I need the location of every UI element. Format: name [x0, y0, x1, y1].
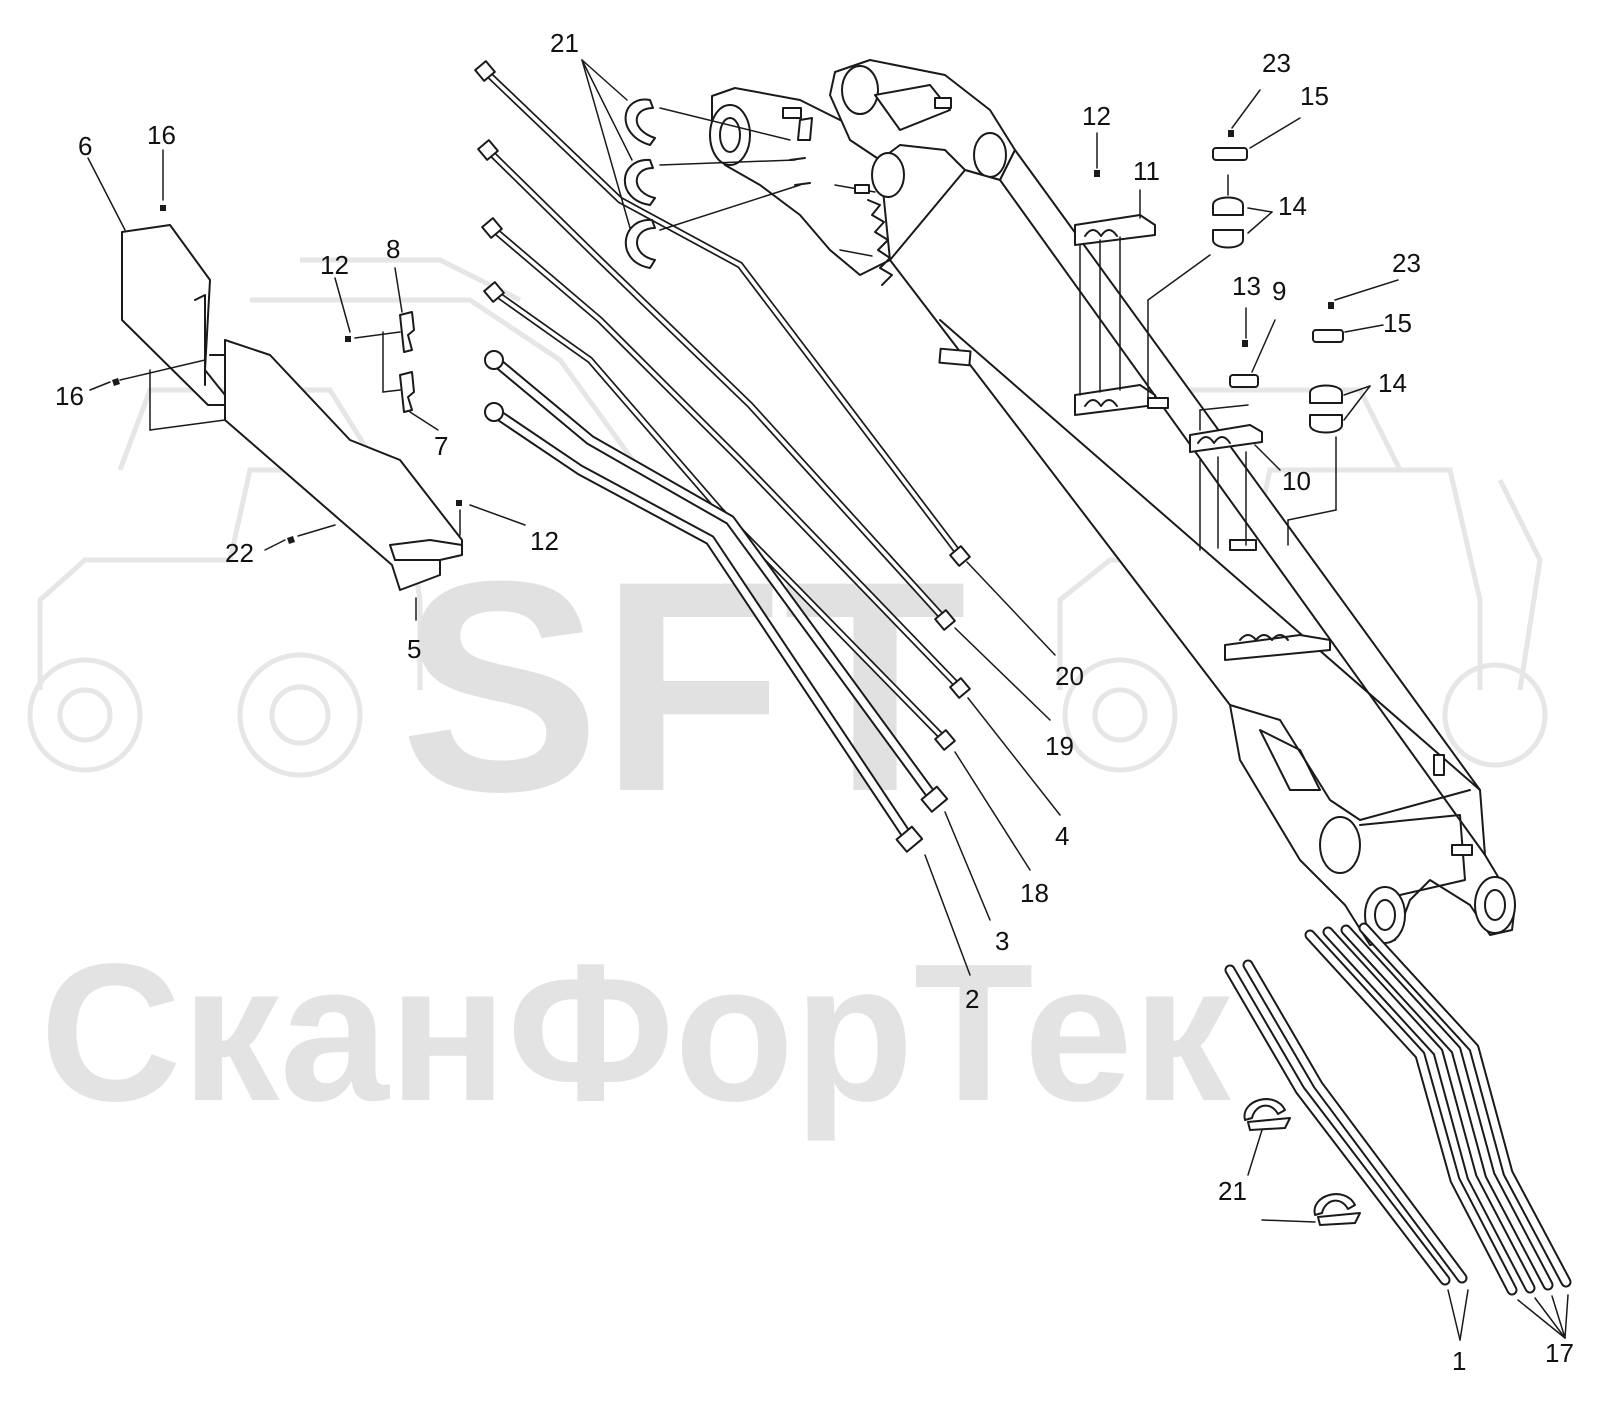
callout-20: 20	[1055, 661, 1084, 691]
clamp-half-14-c	[1309, 384, 1343, 404]
boom-clamp-pad	[1229, 539, 1257, 551]
boom-tip-pin-left-inner	[1374, 899, 1396, 931]
boom-bracket-tab	[1451, 844, 1473, 856]
hose-clamp-21-d-base	[1247, 1117, 1291, 1131]
clamp-half-14-d	[1309, 414, 1343, 434]
pivot-plate-3	[934, 97, 952, 109]
callout-13: 13	[1232, 271, 1261, 301]
watermark-brand-text: СканФорТек	[40, 923, 1232, 1142]
clamp-plate-15-top	[1212, 147, 1248, 161]
bolt-12-right	[1094, 170, 1100, 177]
boom-lower-clamp	[1224, 634, 1331, 661]
clamp-assembly-14-top	[1212, 130, 1248, 249]
watermark: SFT СканФорТек	[27, 257, 1548, 1142]
hydraulic-tube-4	[481, 217, 971, 699]
pivot-plate-1	[782, 107, 802, 119]
pivot-plate-2	[797, 117, 813, 141]
callout-16-left: 16	[55, 381, 84, 411]
callout-21-top: 21	[550, 28, 579, 58]
hose-clamp-21-d	[1243, 1098, 1286, 1121]
callout-17: 17	[1545, 1338, 1574, 1368]
clamp-half-14-b	[1212, 229, 1244, 249]
boom-lower-pin-hole	[1319, 816, 1361, 874]
callout-8: 8	[386, 234, 400, 264]
callout-11: 11	[1133, 156, 1160, 186]
callout-4: 4	[1055, 821, 1069, 851]
bolt-23-bottom	[1328, 302, 1334, 309]
callout-23-bottom: 23	[1392, 248, 1421, 278]
callout-9: 9	[1272, 276, 1286, 306]
clamp-half-14-a	[1212, 196, 1244, 216]
hose-clamps-21-bottom	[1243, 1098, 1361, 1226]
clamp-11-plate	[1147, 397, 1169, 409]
boom-arm	[709, 59, 1516, 946]
hose-clamps-21-top	[623, 98, 656, 269]
bolt-16-top	[160, 205, 166, 211]
callout-14-bottom: 14	[1378, 368, 1407, 398]
cover-panel-5	[224, 339, 463, 591]
bracket-8	[399, 311, 415, 353]
boom-top-pin-left	[841, 65, 879, 115]
clamp-plate-9	[1229, 374, 1259, 388]
callout-1: 1	[1452, 1346, 1466, 1376]
callout-12-left: 12	[320, 250, 349, 280]
pivot-plate-4	[854, 184, 870, 194]
callout-18: 18	[1020, 878, 1049, 908]
cover-panels-left	[112, 205, 463, 591]
watermark-logo-text: SFT	[400, 518, 967, 854]
hose-clamp-21-c	[624, 218, 656, 269]
clamp-assembly-14-bottom	[1309, 302, 1344, 434]
hydraulic-tube-20	[474, 60, 971, 567]
hydraulic-tube-group-left	[474, 60, 971, 853]
hydraulic-tube-19	[477, 139, 956, 631]
bolt-13	[1242, 340, 1248, 347]
callout-14-top: 14	[1278, 191, 1307, 221]
callout-5: 5	[407, 634, 421, 664]
callout-labels: 21 16 6 12 8 16 7 12 22 5 20 19 4 18 3 2…	[55, 28, 1574, 1376]
callout-7: 7	[434, 431, 448, 461]
cover-panel-6	[121, 224, 226, 406]
callout-21-bottom: 21	[1218, 1176, 1247, 1206]
hose-clamp-21-b	[623, 158, 656, 206]
hydraulic-hose-3	[484, 350, 949, 813]
boom-top-plate	[874, 84, 951, 131]
callout-3: 3	[995, 926, 1009, 956]
hydraulic-hose-2	[484, 402, 924, 853]
leader-lines	[87, 59, 1569, 1341]
bracket-7	[399, 371, 415, 413]
bolt-12-left	[345, 336, 351, 342]
callout-22: 22	[225, 538, 254, 568]
hose-clamp-21-e	[1313, 1193, 1356, 1216]
boom-top-pin-right	[973, 132, 1007, 178]
bolt-12-cover	[456, 500, 462, 506]
callout-23-top: 23	[1262, 48, 1291, 78]
callout-12-cover: 12	[530, 526, 559, 556]
hose-clamp-21-a	[624, 98, 656, 146]
boom-pad-upper	[938, 347, 972, 367]
callout-15-top: 15	[1300, 81, 1329, 111]
callout-6: 6	[78, 131, 92, 161]
callout-19: 19	[1045, 731, 1074, 761]
clamp-assembly-11	[1074, 170, 1169, 416]
bolt-23-top	[1228, 130, 1234, 137]
boom-tip-pin-right-inner	[1484, 889, 1506, 921]
clamp-11-upper	[1074, 214, 1156, 246]
clamp-plate-15-bottom	[1312, 329, 1344, 343]
pivot-small-brackets	[782, 97, 952, 194]
hose-group-right	[1224, 922, 1572, 1296]
callout-10: 10	[1282, 466, 1311, 496]
bolt-16-left	[112, 378, 120, 386]
hose-clamp-21-e-base	[1317, 1212, 1361, 1226]
callout-12-right: 12	[1082, 101, 1111, 131]
hydraulic-tube-18	[483, 281, 956, 751]
callout-15-bottom: 15	[1383, 308, 1412, 338]
clamp-assembly-9-10	[1189, 340, 1263, 453]
boom-cross-pin	[871, 152, 905, 198]
bolt-22	[287, 536, 295, 544]
boom-side-tab	[1433, 754, 1445, 776]
callout-2: 2	[965, 984, 979, 1014]
callout-16-top: 16	[147, 120, 176, 150]
